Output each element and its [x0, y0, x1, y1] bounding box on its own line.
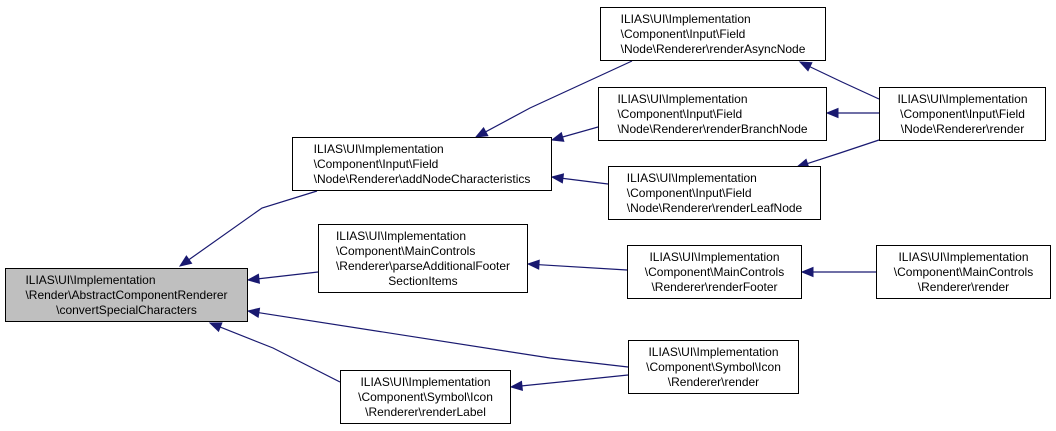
node-label-line: ILIAS\UI\Implementation	[898, 249, 1029, 264]
node-label-line: ILIAS\UI\Implementation	[626, 170, 757, 185]
call-edge	[178, 190, 318, 267]
edge-arrowhead	[208, 322, 223, 333]
edge-arrowhead	[550, 173, 565, 184]
node-label-line: \Component\Input\Field	[313, 156, 439, 171]
node-render-branch-node[interactable]: ILIAS\UI\Implementation \Component\Input…	[598, 87, 827, 141]
node-label-line: \Node\Renderer\render	[900, 121, 1025, 136]
node-label-line: \Component\MainControls	[335, 243, 476, 258]
call-edge	[246, 271, 319, 284]
call-edge	[800, 266, 876, 278]
node-label-line: ILIAS\UI\Implementation	[617, 91, 748, 106]
node-label-line: \Component\Input\Field	[617, 106, 743, 121]
call-edge	[526, 259, 628, 271]
node-label-line: \convertSpecialCharacters	[56, 302, 197, 317]
node-label-line: \Component\Input\Field	[626, 185, 752, 200]
node-label-line: \Renderer\renderFooter	[651, 279, 778, 294]
node-label-line: \Renderer\render	[667, 374, 760, 389]
node-add-node-characteristics[interactable]: ILIAS\UI\Implementation \Component\Input…	[292, 137, 552, 191]
call-edge	[550, 173, 609, 185]
edge-line	[258, 312, 629, 368]
edge-arrowhead	[550, 131, 565, 142]
node-label-line: \Renderer\parseAdditionalFooter	[335, 258, 511, 273]
node-parse-additional-footer-section-items[interactable]: ILIAS\UI\Implementation \Component\MainC…	[318, 224, 528, 293]
edge-line	[562, 126, 599, 138]
call-edge	[474, 60, 633, 138]
node-render-leaf-node[interactable]: ILIAS\UI\Implementation \Component\Input…	[608, 166, 821, 220]
edge-line	[521, 374, 629, 387]
call-edge	[246, 307, 629, 368]
node-render-async-node[interactable]: ILIAS\UI\Implementation \Component\Input…	[600, 7, 826, 61]
edge-arrowhead	[474, 126, 489, 138]
node-label-line: \Render\AbstractComponentRenderer	[25, 287, 228, 302]
node-main-controls-render[interactable]: ILIAS\UI\Implementation \Component\MainC…	[876, 245, 1051, 299]
node-label-line: ILIAS\UI\Implementation	[335, 228, 466, 243]
call-edge	[208, 322, 341, 383]
edge-line	[809, 66, 880, 100]
edge-arrowhead	[509, 380, 523, 392]
edge-arrowhead	[526, 259, 540, 270]
node-label-line: \Node\Renderer\addNodeCharacteristics	[313, 171, 531, 186]
node-label-line: ILIAS\UI\Implementation	[620, 11, 751, 26]
node-label-line: SectionItems	[388, 273, 458, 288]
node-label-line: \Node\Renderer\renderAsyncNode	[620, 41, 806, 56]
node-label-line: ILIAS\UI\Implementation	[649, 249, 780, 264]
node-convert-special-characters: ILIAS\UI\Implementation \Render\Abstract…	[5, 268, 248, 322]
node-label-line: \Component\Input\Field	[620, 26, 746, 41]
edge-arrowhead	[246, 273, 261, 284]
edge-arrowhead	[800, 266, 814, 278]
call-edge	[509, 374, 629, 392]
node-label-line: \Component\MainControls	[893, 264, 1034, 279]
node-icon-render-label[interactable]: ILIAS\UI\Implementation \Component\Symbo…	[340, 370, 511, 424]
edge-arrowhead	[246, 307, 261, 318]
edge-line	[807, 139, 880, 165]
call-edge	[550, 126, 599, 142]
edge-arrowhead	[798, 61, 813, 72]
node-field-node-render[interactable]: ILIAS\UI\Implementation \Component\Input…	[879, 87, 1046, 141]
node-main-controls-render-footer[interactable]: ILIAS\UI\Implementation \Component\MainC…	[627, 245, 802, 299]
edge-line	[188, 190, 318, 261]
edge-line	[562, 177, 609, 185]
node-label-line: \Renderer\renderLabel	[365, 404, 486, 419]
edge-arrowhead	[825, 107, 839, 119]
node-label-line: ILIAS\UI\Implementation	[313, 141, 444, 156]
node-label-line: \Node\Renderer\renderBranchNode	[617, 121, 808, 136]
node-label-line: \Renderer\render	[917, 279, 1010, 294]
edge-line	[258, 271, 319, 280]
node-label-line: \Node\Renderer\renderLeafNode	[626, 200, 803, 215]
edge-line	[220, 326, 341, 383]
node-label-line: \Component\MainControls	[644, 264, 785, 279]
node-icon-render[interactable]: ILIAS\UI\Implementation \Component\Symbo…	[628, 340, 799, 394]
call-edge	[825, 107, 879, 119]
node-label-line: ILIAS\UI\Implementation	[25, 272, 156, 287]
node-label-line: ILIAS\UI\Implementation	[897, 91, 1028, 106]
edge-line	[485, 60, 633, 133]
call-edge	[798, 61, 880, 100]
node-label-line: ILIAS\UI\Implementation	[648, 344, 779, 359]
node-label-line: \Component\Input\Field	[900, 106, 1025, 121]
node-label-line: \Component\Symbol\Icon	[358, 389, 493, 404]
call-edge	[795, 139, 880, 169]
edge-arrowhead	[178, 255, 193, 267]
edge-line	[538, 264, 628, 271]
node-label-line: ILIAS\UI\Implementation	[360, 374, 491, 389]
node-label-line: \Component\Symbol\Icon	[646, 359, 781, 374]
